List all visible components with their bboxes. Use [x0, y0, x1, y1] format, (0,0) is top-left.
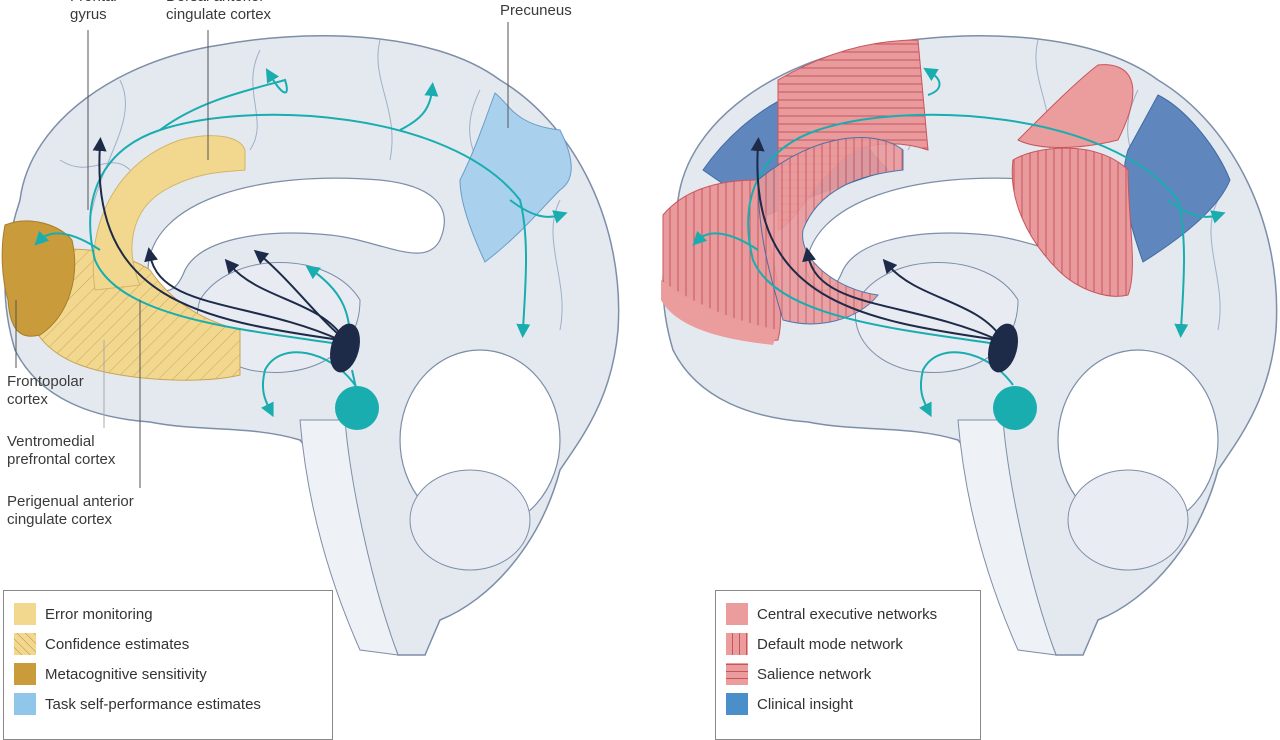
label-vmpfc: Ventromedial prefrontal cortex	[7, 433, 116, 468]
region-metacognitive-sensitivity	[1, 220, 76, 337]
legend-item-error-monitoring: Error monitoring	[14, 599, 322, 629]
legend-item-default-mode: Default mode network	[726, 629, 970, 659]
label-precuneus: Precuneus	[500, 2, 572, 19]
swatch-blue	[726, 693, 748, 715]
label-frontal-gyrus: Frontal gyrus	[70, 0, 117, 23]
swatch-horizontal-stripes	[726, 663, 748, 685]
leader-lines	[15, 22, 509, 488]
brain-diagram	[1, 22, 1278, 656]
region-central-executive	[661, 280, 778, 345]
right-brain	[661, 35, 1278, 656]
legend-item-salience: Salience network	[726, 659, 970, 689]
swatch-gold	[14, 663, 36, 685]
pathways-right	[692, 67, 1226, 430]
legend-label: Salience network	[757, 665, 872, 683]
swatch-solid-yellow	[14, 603, 36, 625]
legend-item-clinical-insight: Clinical insight	[726, 689, 970, 719]
legend-item-metacognitive-sensitivity: Metacognitive sensitivity	[14, 659, 322, 689]
pathways-left	[34, 68, 568, 430]
teal-nucleus	[335, 386, 379, 430]
legend-label: Confidence estimates	[45, 635, 190, 653]
legend-label: Default mode network	[757, 635, 903, 653]
label-frontopolar: Frontopolar cortex	[7, 373, 84, 408]
legend-item-confidence-estimates: Confidence estimates	[14, 629, 322, 659]
legend-item-task-self-performance: Task self-performance estimates	[14, 689, 322, 719]
label-pgacc: Perigenual anterior cingulate cortex	[7, 493, 134, 528]
legend-label: Central executive networks	[757, 605, 938, 623]
navy-nucleus	[330, 323, 360, 373]
swatch-pink	[726, 603, 748, 625]
legend-item-central-executive: Central executive networks	[726, 599, 970, 629]
label-dorsal-acc: Dorsal anterior cingulate cortex	[166, 0, 272, 23]
swatch-light-blue	[14, 693, 36, 715]
swatch-vertical-stripes	[726, 633, 748, 655]
swatch-hatched-yellow	[14, 633, 36, 655]
left-brain	[1, 35, 620, 656]
legend-right: Central executive networks Default mode …	[715, 590, 981, 740]
legend-label: Clinical insight	[757, 695, 853, 713]
region-error-monitoring	[92, 135, 246, 291]
region-default-mode-precuneus	[1011, 147, 1133, 297]
legend-label: Error monitoring	[45, 605, 153, 623]
legend-left: Error monitoring Confidence estimates Me…	[3, 590, 333, 740]
legend-label: Metacognitive sensitivity	[45, 665, 207, 683]
legend-label: Task self-performance estimates	[45, 695, 261, 713]
